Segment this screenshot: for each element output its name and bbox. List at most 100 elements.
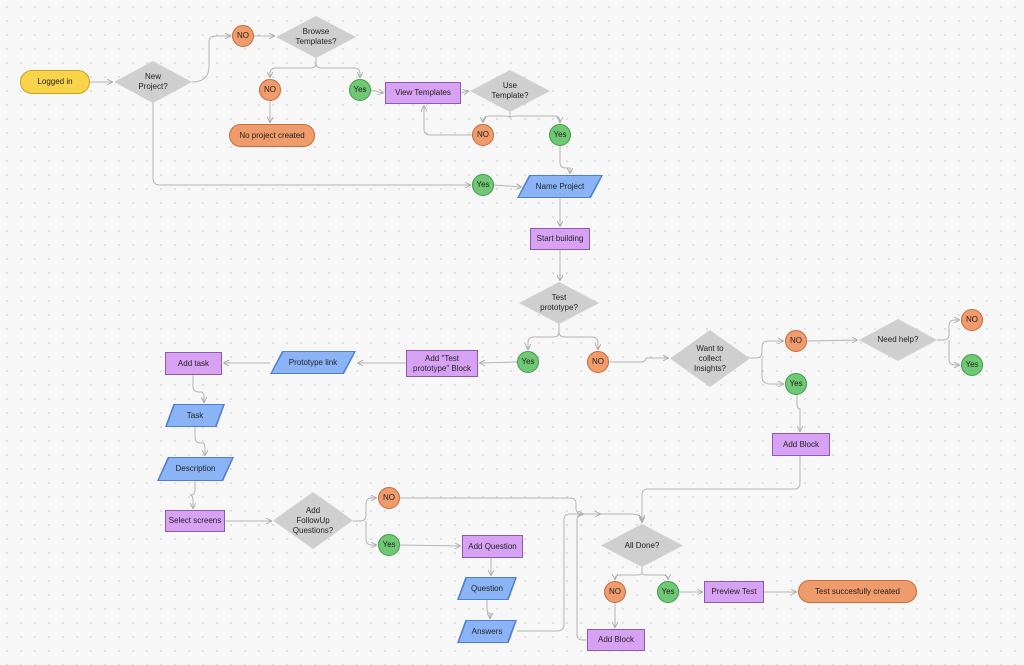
node-label: NO [609, 587, 621, 596]
terminal-no-project-created[interactable]: No project created [229, 124, 315, 147]
node-label: Yes [965, 360, 979, 369]
connector-11 [424, 106, 472, 136]
input-output-answers[interactable]: Answers [457, 620, 517, 643]
input-output-description[interactable]: Description [157, 457, 234, 481]
no-branch-no-2[interactable]: NO [259, 79, 281, 101]
node-label: Yes [476, 180, 490, 189]
node-label: Test prototype? [540, 293, 578, 312]
connector-37 [399, 545, 460, 546]
decision-want-to-collect-insights[interactable]: Want to collect Insights? [670, 330, 750, 387]
node-label: Add Question [468, 541, 517, 551]
connector-23 [194, 427, 205, 455]
node-label: NO [237, 31, 249, 40]
no-branch-no-1[interactable]: NO [232, 25, 254, 47]
process-add-test-prototype-block[interactable]: Add "Test prototype" Block [406, 350, 478, 377]
node-label: NO [383, 493, 395, 502]
connector-27 [750, 341, 783, 359]
node-label: Yes [553, 130, 567, 139]
node-label: NO [477, 130, 489, 139]
process-add-task[interactable]: Add task [165, 352, 222, 375]
node-label: No project created [239, 130, 305, 140]
connector-26 [609, 358, 668, 363]
node-label: Add "Test prototype" Block [413, 353, 471, 373]
node-label: Add Block [782, 439, 820, 449]
yes-branch-yes-7[interactable]: Yes [378, 534, 400, 556]
connector-34 [353, 498, 376, 522]
no-branch-no-6[interactable]: NO [961, 309, 983, 331]
process-view-templates[interactable]: View Templates [385, 82, 461, 104]
node-label: Description [175, 464, 216, 473]
connector-2 [191, 36, 230, 83]
connector-41 [615, 567, 643, 579]
node-label: Browse Templates? [295, 27, 337, 46]
yes-branch-yes-1[interactable]: Yes [349, 79, 371, 101]
node-label: Want to collect Insights? [693, 343, 727, 373]
connector-7 [370, 90, 383, 93]
connector-36 [400, 497, 642, 520]
connector-30 [937, 320, 959, 341]
input-output-prototype-link[interactable]: Prototype link [270, 351, 356, 374]
connector-5 [315, 62, 360, 77]
node-label: NO [264, 85, 276, 94]
process-preview-test[interactable]: Preview Test [704, 581, 764, 603]
no-branch-no-7[interactable]: NO [378, 487, 400, 509]
decision-new-project[interactable]: New Project? [114, 61, 192, 103]
yes-branch-yes-5[interactable]: Yes [961, 354, 983, 376]
process-add-block-2[interactable]: Add Block [587, 629, 645, 651]
connector-32 [796, 395, 800, 431]
node-label: Answers [471, 626, 503, 636]
connector-14 [493, 185, 521, 187]
connector-33 [642, 456, 801, 522]
node-label: Yes [789, 379, 803, 388]
no-branch-no-3[interactable]: NO [472, 124, 494, 146]
terminal-test-successfully-created[interactable]: Test succesfully created [798, 580, 917, 603]
node-label: Yes [521, 357, 535, 366]
decision-test-prototype[interactable]: Test prototype? [519, 282, 599, 324]
node-label: Prototype link [288, 357, 338, 367]
node-label: Question [470, 583, 504, 593]
node-label: Add task [177, 358, 210, 368]
connector-17 [528, 324, 560, 349]
connector-19 [480, 362, 518, 363]
node-label: Yes [382, 540, 396, 549]
node-label: Name Project [535, 181, 585, 191]
decision-browse-templates[interactable]: Browse Templates? [276, 16, 356, 58]
decision-all-done[interactable]: All Done? [601, 524, 683, 567]
parallelogram-fill [272, 352, 354, 373]
process-add-block-1[interactable]: Add Block [772, 433, 830, 456]
connector-8 [460, 91, 468, 93]
no-branch-no-8[interactable]: NO [604, 581, 626, 603]
input-output-task[interactable]: Task [165, 404, 225, 427]
node-label: Task [186, 410, 204, 420]
yes-branch-yes-4[interactable]: Yes [517, 351, 539, 373]
yes-branch-yes-8[interactable]: Yes [657, 581, 679, 603]
node-label: Need help? [877, 335, 919, 344]
node-label: Add Block [597, 635, 635, 644]
input-output-name-project[interactable]: Name Project [517, 175, 603, 198]
yes-branch-yes-2[interactable]: Yes [549, 124, 571, 146]
node-label: View Templates [395, 88, 451, 97]
start-logged-in[interactable]: Logged in [20, 70, 90, 94]
node-label: New Project? [138, 72, 168, 91]
process-select-screens[interactable]: Select screens [165, 510, 225, 532]
yes-branch-yes-3[interactable]: Yes [472, 174, 494, 196]
node-label: Logged in [37, 77, 73, 86]
process-add-question[interactable]: Add Question [462, 535, 523, 558]
connector-10 [509, 112, 560, 122]
decision-use-template[interactable]: Use Template? [470, 70, 550, 112]
yes-branch-yes-6[interactable]: Yes [785, 373, 807, 395]
node-label: Yes [661, 587, 675, 596]
node-label: NO [592, 357, 604, 366]
input-output-question[interactable]: Question [457, 577, 517, 600]
connector-13 [152, 103, 470, 185]
decision-need-help[interactable]: Need help? [859, 319, 937, 361]
node-label: All Done? [624, 540, 660, 550]
decision-add-followup-questions[interactable]: Add FollowUp Questions? [273, 492, 353, 549]
process-start-building[interactable]: Start building [530, 228, 590, 250]
connector-29 [806, 340, 857, 341]
no-branch-no-4[interactable]: NO [587, 351, 609, 373]
connector-9 [483, 112, 511, 122]
no-branch-no-5[interactable]: NO [785, 330, 807, 352]
connector-18 [558, 331, 598, 349]
parallelogram-fill [159, 458, 232, 480]
